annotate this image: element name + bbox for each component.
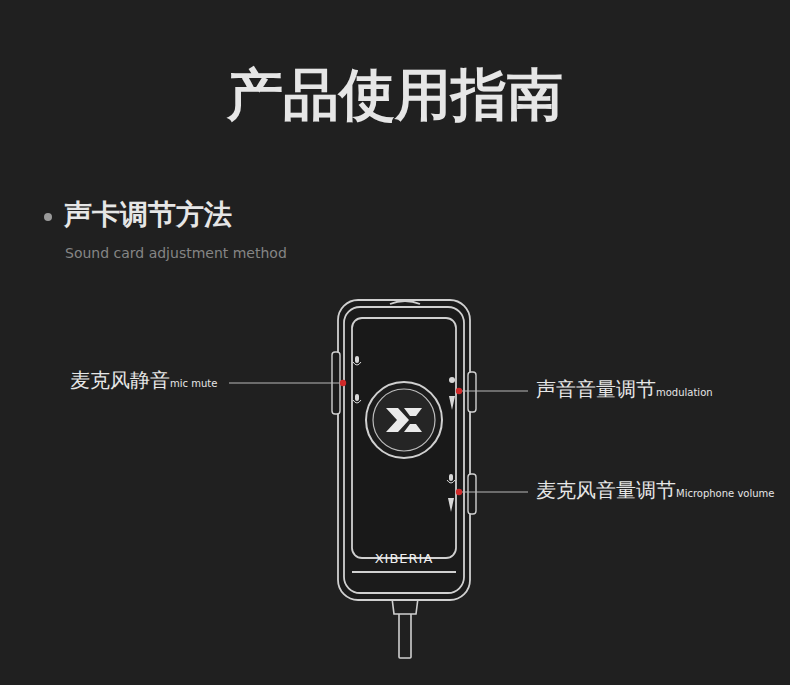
callout-label: 麦克风音量调节Microphone volume [536,477,774,504]
control-icons [353,356,455,512]
callout-text: 麦克风静音 [70,367,170,394]
leader-lines [462,492,528,493]
section-bullet [44,213,52,221]
callout-english: mic mute [170,378,217,389]
cable [392,598,418,658]
callout-label: 声音音量调节modulation [536,376,713,403]
housing [390,301,420,304]
brand-text: XIBERIA [375,551,434,566]
button-markers [456,388,462,394]
control-icons [355,394,359,401]
button-markers [340,380,462,495]
leader-lines [229,383,340,384]
control-icons [449,474,453,481]
housing [344,307,464,593]
control-icons [447,480,455,483]
control-icons [449,377,455,383]
page-title: 产品使用指南 [227,58,563,134]
callout-text: 麦克风音量调节 [536,477,676,504]
callout-english: modulation [656,387,713,398]
housing [338,300,470,600]
leader-lines [229,383,528,492]
logo-knob [373,389,435,451]
section-subtitle: Sound card adjustment method [65,245,287,261]
logo-knob [366,382,442,458]
side-buttons [468,372,476,412]
control-icons [448,498,454,512]
button-markers [456,489,462,495]
section-heading: 声卡调节方法 [64,196,232,234]
side-buttons [468,474,476,514]
logo-knob [404,408,422,416]
logo-knob [366,382,442,458]
callout-text: 声音音量调节 [536,376,656,403]
callout-label: 麦克风静音mic mute [70,367,217,394]
housing [352,571,456,573]
callout-english: Microphone volume [676,488,774,499]
logo-knob [386,408,409,432]
logo-knob [404,424,422,432]
control-icons [449,396,455,410]
control-icons [353,362,361,365]
side-buttons [332,352,476,514]
control-icons [355,356,359,363]
housing [352,318,456,558]
housing [338,300,470,600]
button-markers [340,380,346,386]
cable [399,610,411,658]
leader-lines [462,391,528,392]
section-bullet [44,213,52,221]
control-icons [353,400,361,403]
